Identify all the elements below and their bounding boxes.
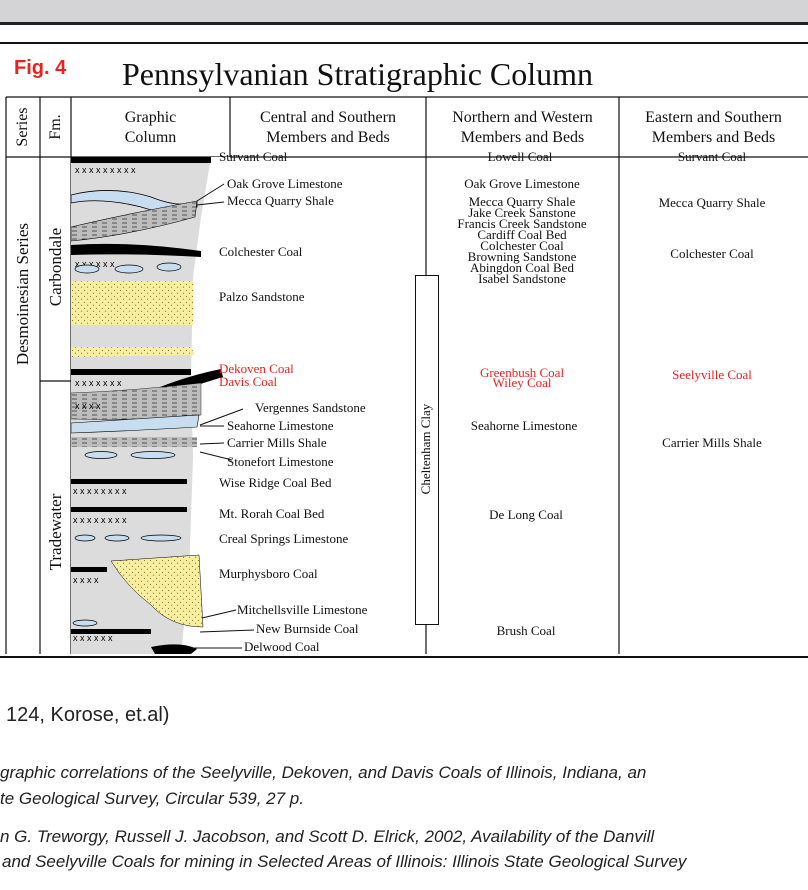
- central-mecca-quarry: Mecca Quarry Shale: [227, 193, 334, 208]
- coal-new-burnside: [71, 629, 151, 634]
- header-northern-western: Northern and Western Members and Beds: [426, 108, 619, 148]
- central-survant-coal: Survant Coal: [219, 149, 288, 164]
- header-central-line2: Members and Beds: [266, 129, 390, 146]
- cheltenham-clay-box: [415, 275, 439, 625]
- central-mt-rorah: Mt. Rorah Coal Bed: [219, 506, 325, 521]
- mecca-quarry-shale: [71, 200, 198, 242]
- vergennes-underclay: x x x x: [75, 401, 101, 411]
- northern-brush: Brush Coal: [496, 623, 556, 638]
- northern-cardiff: Cardiff Coal Bed: [477, 227, 567, 242]
- header-eastern-line2: Members and Beds: [651, 129, 776, 146]
- creal-nodule-1: [74, 534, 96, 542]
- coal-colchester-underclay: x x x x x x: [75, 259, 115, 269]
- limestone-nodule-1: [74, 264, 100, 274]
- reference-1-line-1: graphic correlations of the Seelyville, …: [0, 763, 647, 782]
- coal-murphysboro-underclay: x x x x: [73, 575, 99, 585]
- creal-nodule-2: [104, 534, 130, 542]
- header-eastern-line1: Eastern and Southern: [645, 109, 782, 126]
- coal-dekoven-underclay: x x x x x x x: [75, 378, 122, 388]
- coal-wise-ridge: [71, 479, 187, 484]
- header-graphic-line1: Graphic: [124, 109, 177, 126]
- reference-2-line-1: n G. Treworgy, Russell J. Jacobson, and …: [0, 827, 655, 846]
- central-palzo: Palzo Sandstone: [219, 289, 305, 304]
- northern-seahorne: Seahorne Limestone: [470, 418, 578, 433]
- central-mitchellsville: Mitchellsville Limestone: [237, 602, 368, 617]
- northern-browning: Browning Sandstone: [467, 249, 577, 264]
- header-graphic-line2: Column: [124, 129, 177, 146]
- northern-colchester: Colchester Coal: [480, 238, 564, 253]
- central-dekoven: Dekoven Coal: [219, 361, 294, 376]
- northern-wiley: Wiley Coal: [492, 375, 552, 390]
- central-seahorne: Seahorne Limestone: [227, 418, 334, 433]
- northern-francis-creek: Francis Creek Sandstone: [457, 216, 587, 231]
- reference-1-line-2: te Geological Survey, Circular 539, 27 p…: [0, 789, 304, 808]
- central-delwood: Delwood Coal: [244, 639, 320, 654]
- carrier-mills-shale: [71, 437, 197, 447]
- northern-mecca-quarry: Mecca Quarry Shale: [468, 194, 576, 209]
- central-oak-grove: Oak Grove Limestone: [227, 176, 343, 191]
- coal-mt-rorah-underclay: x x x x x x x x: [73, 515, 127, 525]
- figure-frame: [0, 42, 808, 658]
- northern-abingdon: Abingdon Coal Bed: [470, 260, 574, 275]
- central-stonefort: Stonefort Limestone: [227, 454, 334, 469]
- northern-isabel: Isabel Sandstone: [478, 271, 566, 286]
- header-northern-line1: Northern and Western: [452, 109, 593, 126]
- eastern-colchester: Colchester Coal: [670, 246, 754, 261]
- oak-grove-lens: [71, 190, 198, 213]
- central-vergennes: Vergennes Sandstone: [255, 400, 366, 415]
- northern-lowell: Lowell Coal: [487, 149, 553, 164]
- coal-mt-rorah: [71, 507, 187, 512]
- stonefort-nodule-1: [84, 451, 118, 459]
- palzo-sandstone: [71, 281, 193, 325]
- coal-new-burnside-underclay: x x x x x x: [73, 633, 113, 643]
- header-graphic-column: Graphic Column: [71, 108, 230, 148]
- central-new-burnside: New Burnside Coal: [256, 621, 359, 636]
- eastern-carrier-mills: Carrier Mills Shale: [662, 435, 762, 450]
- northern-oak-grove: Oak Grove Limestone: [464, 176, 580, 191]
- cheltenham-clay-label: Cheltenham Clay: [418, 403, 433, 495]
- coal-murphysboro: [71, 567, 107, 572]
- limestone-nodule-3: [156, 262, 182, 272]
- northern-greenbush: Greenbush Coal: [479, 365, 565, 380]
- coal-survant-underclay: x x x x x x x x x: [75, 165, 136, 175]
- top-bar: [0, 0, 808, 25]
- figure-title: Pennsylvanian Stratigraphic Column: [122, 56, 594, 92]
- header-central-line1: Central and Southern: [260, 109, 396, 126]
- central-wise-ridge: Wise Ridge Coal Bed: [219, 475, 332, 490]
- central-creal-springs: Creal Springs Limestone: [219, 531, 349, 546]
- central-colchester: Colchester Coal: [219, 244, 303, 259]
- stonefort-nodule-2: [130, 451, 176, 459]
- thin-sandstone-band: [71, 347, 195, 357]
- central-davis: Davis Coal: [219, 374, 278, 389]
- central-carrier-mills: Carrier Mills Shale: [227, 435, 327, 450]
- mitchellsville-nodule: [72, 619, 98, 627]
- graphic-column: x x x x x x x x x x x x x x x x x x x x …: [71, 157, 230, 654]
- leader-lines: [187, 183, 255, 649]
- coal-survant: [71, 157, 211, 163]
- coal-colchester: [71, 243, 201, 257]
- eastern-seelyville: Seelyville Coal: [672, 367, 752, 382]
- coal-delwood: [151, 644, 197, 654]
- northern-de-long: De Long Coal: [489, 507, 563, 522]
- creal-nodule-3: [140, 534, 182, 542]
- limestone-nodule-2: [114, 264, 144, 274]
- footer-citation: 124, Korose, et.al): [6, 704, 170, 726]
- header-northern-line2: Members and Beds: [460, 129, 585, 146]
- coal-dekoven: [71, 369, 191, 375]
- seahorne-limestone: [71, 414, 200, 434]
- reference-2-line-2: and Seelyville Coals for mining in Selec…: [2, 852, 687, 871]
- murphysboro-sand-channel: [110, 554, 204, 628]
- vergennes-shale: [71, 382, 202, 420]
- coal-wise-ridge-underclay: x x x x x x x x: [73, 486, 127, 496]
- eastern-mecca-quarry: Mecca Quarry Shale: [658, 195, 766, 210]
- figure-label: Fig. 4: [14, 57, 67, 79]
- northern-jake-creek: Jake Creek Sanstone: [468, 205, 576, 220]
- header-eastern-southern: Eastern and Southern Members and Beds: [619, 108, 808, 148]
- column-weathering-profile: [181, 157, 230, 654]
- eastern-survant: Survant Coal: [677, 149, 747, 164]
- header-central-southern: Central and Southern Members and Beds: [230, 108, 426, 148]
- central-murphysboro: Murphysboro Coal: [219, 566, 318, 581]
